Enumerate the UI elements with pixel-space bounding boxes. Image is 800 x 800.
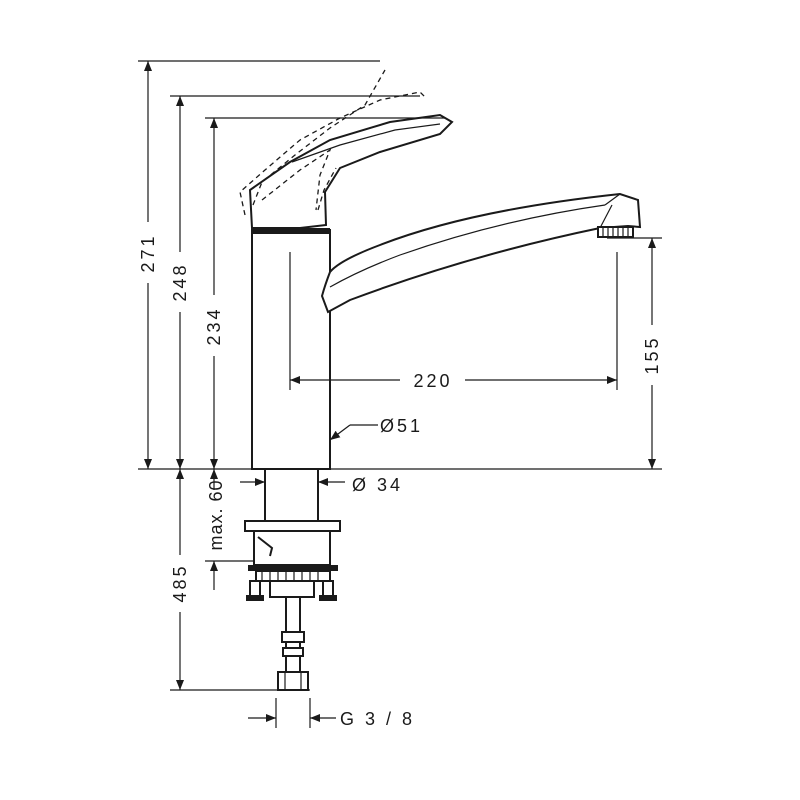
dim-label-220: 220 [413,371,452,391]
dim-label-234: 234 [204,306,224,345]
mounting-shank [244,468,341,601]
handle-raised-outline [239,69,426,216]
extension-lines [138,60,662,728]
dim-label-thread: G 3 / 8 [340,709,415,729]
dimension-arrows [144,61,656,722]
spout [320,192,642,314]
faucet-body [251,228,331,470]
dim-label-248: 248 [170,262,190,301]
dim-label-shank-diameter: Ø 34 [352,475,403,495]
dim-label-body-diameter: Ø51 [380,416,423,436]
dim-label-155: 155 [642,335,662,374]
dim-label-max-60: max. 60 [206,479,226,550]
handle-lever [248,113,454,229]
dim-label-485: 485 [170,563,190,602]
supply-hose [276,597,310,691]
dim-label-271: 271 [138,233,158,272]
